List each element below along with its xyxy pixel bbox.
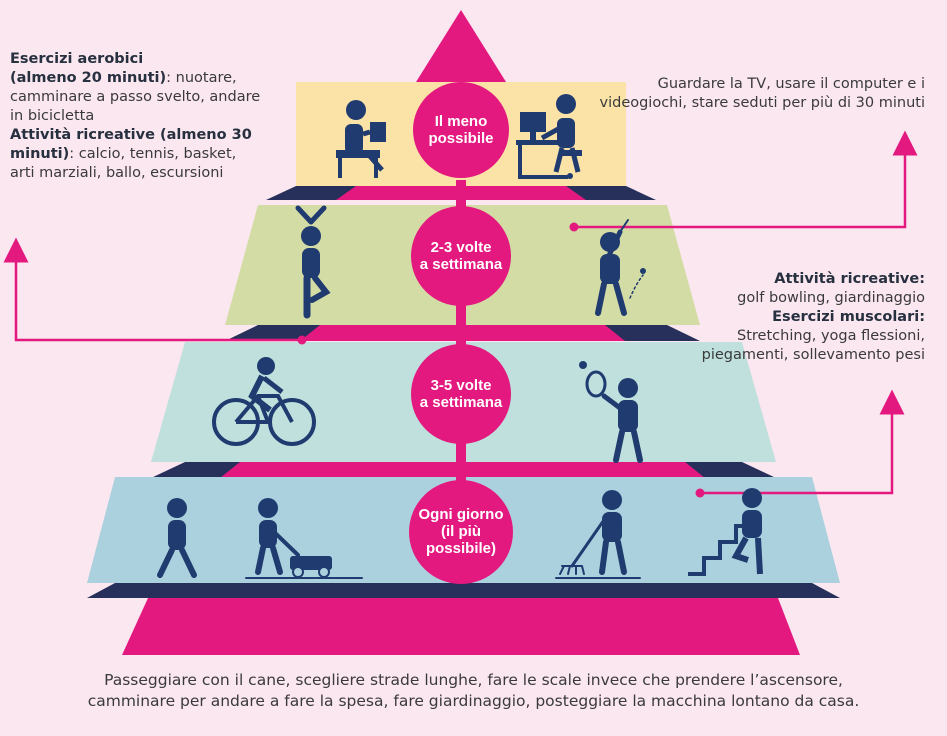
connector-right-bottom [700,389,905,495]
callout-strength: Attività ricreative: golf bowling, giard… [675,270,925,365]
callout-recreational-heading: Attività ricreative (almeno 30 minuti) [10,127,252,162]
callout-aerobic: Esercizi aerobici (almeno 20 minuti): nu… [10,50,265,183]
level-4-shadow [87,583,840,598]
callout-strength-heading-1: Attività ricreative: [774,271,925,287]
callout-strength-text-1: golf bowling, giardinaggio [737,290,925,306]
level-3-circle-label: 3-5 volte a settimana [416,377,506,411]
callout-strength-text-2: Stretching, yoga flessioni, piegamenti, … [701,328,925,363]
connector-right-bottom-dot [695,488,705,498]
level-4-circle-label: Ogni giorno (il più possibile) [416,506,506,557]
tennis-player-icon [579,361,643,463]
pyramid-apex [411,10,511,90]
raking-leaves-icon [555,490,641,579]
connector-left-dot [297,335,307,345]
person-at-computer-icon [516,94,582,179]
level-4-label-line-2: (il più [441,523,481,540]
level-4-label-line-1: Ogni giorno [418,506,504,523]
level-4-label-line-3: possibile) [425,540,496,557]
callout-aerobic-text: : nuotare, camminare a passo svelto, and… [10,70,261,124]
connector-left [3,237,302,342]
callout-strength-heading-2: Esercizi muscolari: [772,309,925,325]
pyramid-base [122,598,800,655]
bottom-caption: Passeggiare con il cane, scegliere strad… [87,671,860,710]
level-3-label-line-2: a settimana [419,394,503,411]
connector-right-top-dot [569,222,579,232]
walking-person-icon [157,498,197,578]
callout-sedentary: Guardare la TV, usare il computer e i vi… [595,75,926,113]
level-4-circle [409,480,513,584]
level-2-circle-label: 2-3 volte a settimana [416,239,506,273]
callout-aerobic-duration: (almeno 20 minuti) [10,70,167,86]
center-spine [456,180,466,490]
person-reading-icon [336,100,386,178]
callout-recreational-text: : calcio, tennis, basket, arti marziali,… [10,146,237,181]
level-1-label-line-1: Il meno [434,113,488,130]
level-2-label-line-2: a settimana [419,256,503,273]
cyclist-icon [212,357,316,446]
level-1-label-line-2: possibile [428,130,494,147]
connector-right-top [574,130,918,229]
lawn-mower-icon [245,498,363,579]
level-1-circle-label: Il meno possibile [416,113,506,147]
level-2-circle [411,206,511,306]
callout-aerobic-heading: Esercizi aerobici [10,51,144,67]
golfer-icon [595,219,646,316]
callout-sedentary-text: Guardare la TV, usare il computer e i vi… [599,76,926,111]
yoga-pose-icon [295,205,331,319]
level-3-label-line-1: 3-5 volte [430,377,492,394]
level-1-circle [413,82,509,178]
level-3-circle [411,344,511,444]
climbing-stairs-icon [688,488,763,576]
level-2-label-line-1: 2-3 volte [430,239,492,256]
